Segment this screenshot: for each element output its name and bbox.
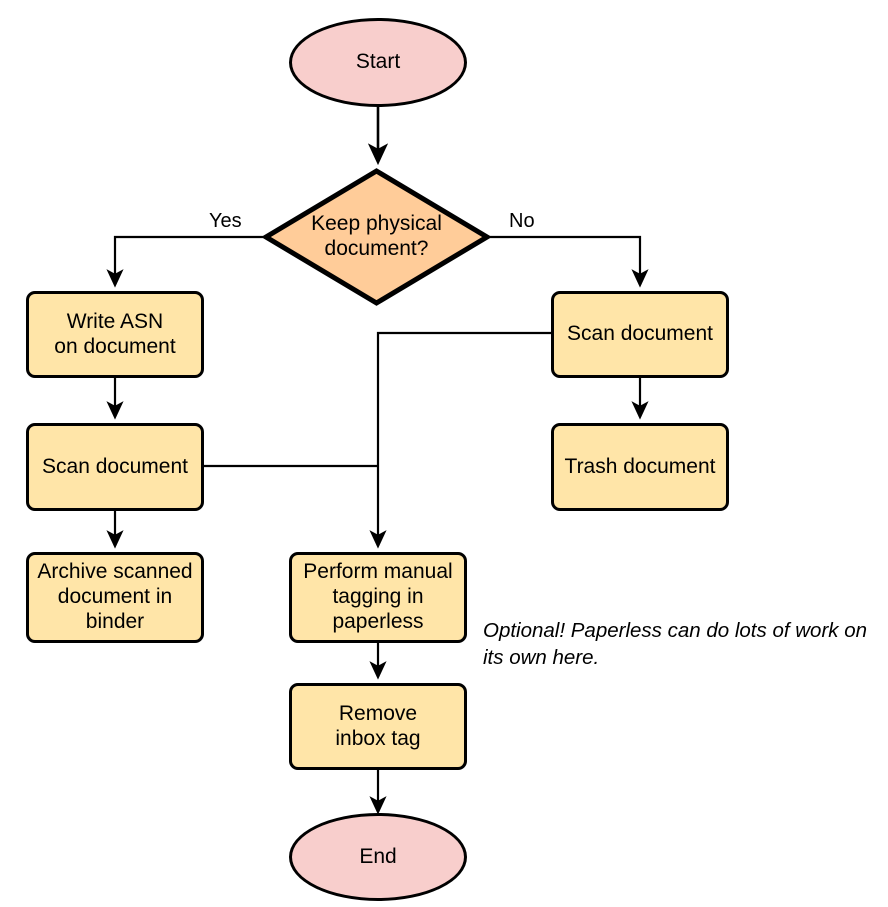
node-end[interactable]: End xyxy=(289,813,467,901)
node-perform-manual-tagging-label: Perform manual tagging in paperless xyxy=(303,560,453,633)
node-end-label: End xyxy=(359,844,397,868)
edge-scan-right-to-manual-tag xyxy=(369,331,551,549)
node-remove-inbox-tag[interactable]: Remove inbox tag xyxy=(289,683,467,770)
diamond-shape xyxy=(263,168,490,306)
edge-label-no: No xyxy=(509,210,535,233)
node-write-asn[interactable]: Write ASN on document xyxy=(26,291,204,378)
annotation-optional-note-text: Optional! Paperless can do lots of work … xyxy=(483,619,868,670)
edge-label-no-text: No xyxy=(509,210,535,232)
node-scan-document-left[interactable]: Scan document xyxy=(26,423,204,511)
node-start[interactable]: Start xyxy=(289,18,467,107)
edge-decision-to-write-asn xyxy=(106,235,263,288)
node-archive-scanned-document-label: Archive scanned document in binder xyxy=(37,560,193,633)
node-keep-physical-document[interactable]: Keep physical document? xyxy=(263,168,490,306)
node-start-label: Start xyxy=(355,50,401,74)
node-trash-document-label: Trash document xyxy=(564,454,716,478)
node-keep-physical-document-label: Keep physical document? xyxy=(311,212,442,260)
node-scan-document-right-label: Scan document xyxy=(567,322,713,346)
node-write-asn-label: Write ASN on document xyxy=(54,309,176,358)
edge-label-yes-text: Yes xyxy=(209,210,242,232)
annotation-optional-note: Optional! Paperless can do lots of work … xyxy=(483,590,883,671)
node-remove-inbox-tag-label: Remove inbox tag xyxy=(335,701,421,750)
node-scan-document-left-label: Scan document xyxy=(42,454,188,478)
node-trash-document[interactable]: Trash document xyxy=(551,423,729,511)
edge-decision-to-scan-right xyxy=(490,235,649,288)
edge-label-yes: Yes xyxy=(209,210,242,233)
node-scan-document-right[interactable]: Scan document xyxy=(551,291,729,378)
node-perform-manual-tagging[interactable]: Perform manual tagging in paperless xyxy=(289,552,467,643)
node-archive-scanned-document[interactable]: Archive scanned document in binder xyxy=(26,552,204,643)
